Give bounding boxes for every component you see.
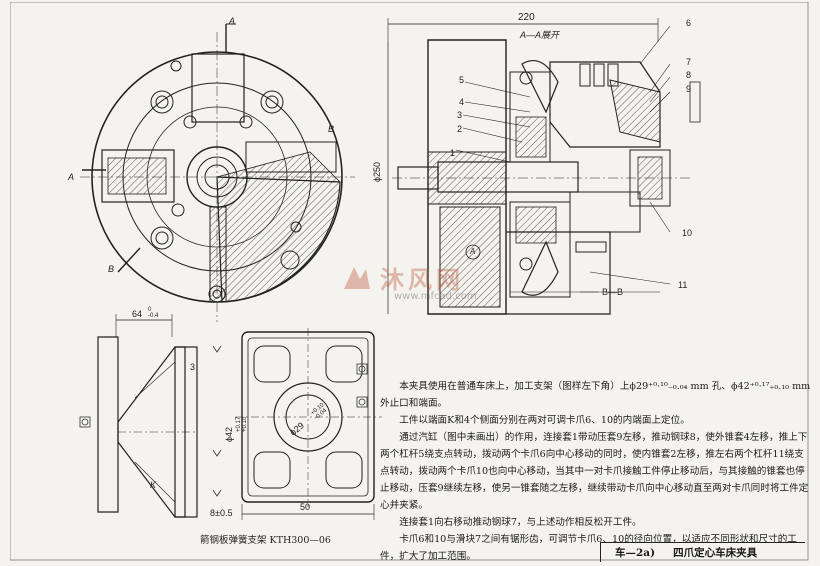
part-number-10: 10 <box>682 228 693 238</box>
part-number-5: 5 <box>459 75 465 85</box>
drawing-sheet: 220 A—A展开 ϕ250 A A B B A B—B 1 2 3 4 5 6… <box>10 2 810 562</box>
surface-roughness-symbols <box>79 345 368 497</box>
label-b-top: B <box>328 124 335 134</box>
chuck-front-view <box>80 23 355 322</box>
technical-drawing <box>10 2 809 561</box>
watermark-logo-icon <box>344 266 370 289</box>
part-number-1: 1 <box>450 148 456 158</box>
label-bb: B—B <box>602 287 624 297</box>
section-view-aa <box>387 18 701 315</box>
watermark: 沐风网 <box>340 260 464 295</box>
dim-64-tolerance: 0 -0.4 <box>148 307 159 319</box>
dim-phi-42-tolerance: +0.17 +0.10 <box>236 416 248 432</box>
part-number-2: 2 <box>457 124 463 134</box>
part-number-7: 7 <box>686 57 692 67</box>
part-number-3: 3 <box>457 110 463 120</box>
dim-50: 50 <box>300 502 311 512</box>
dim-8: 8±0.5 <box>210 508 233 518</box>
dim-phi-42: ϕ42 <box>224 426 234 442</box>
section-title-aa: A—A展开 <box>520 30 560 40</box>
title-code: 车—2a) <box>615 547 656 559</box>
part-number-11: 11 <box>678 280 688 290</box>
label-a-left: A <box>68 172 75 182</box>
part-number-9: 9 <box>686 84 692 94</box>
dim-phi-250: ϕ250 <box>372 161 382 182</box>
workpiece-top-view <box>235 328 382 520</box>
label-k: K <box>150 480 157 490</box>
description-paragraph: 本夹具使用在普通车床上，加工支架（图样左下角）上ϕ29⁺⁰·¹⁰₋₀.₀₄ mm… <box>380 381 811 409</box>
part-number-4: 4 <box>459 97 465 107</box>
dim-3: 3 <box>190 362 196 372</box>
description-paragraph: 卡爪6和10与滑块7之间有锯形齿，可调节卡爪6、10的径向位置，以适应不同形状和… <box>380 534 797 562</box>
description-paragraph: 连接套1向右移动推动钢球7，与上述动作相反松开工件。 <box>399 517 642 528</box>
label-a-circle: A <box>470 247 476 256</box>
description-text: 本夹具使用在普通车床上，加工支架（图样左下角）上ϕ29⁺⁰·¹⁰₋₀.₀₄ mm… <box>380 378 812 565</box>
title-block: 车—2a) 四爪定心车床夹具 <box>600 542 805 562</box>
part-number-6: 6 <box>686 18 692 28</box>
part-number-8: 8 <box>686 70 692 80</box>
watermark-text: 沐风网 <box>380 266 464 294</box>
title-name: 四爪定心车床夹具 <box>673 547 758 559</box>
dim-64: 64 <box>132 309 143 319</box>
label-b-bottom: B <box>108 264 115 274</box>
watermark-url: www.mfcad.com <box>394 291 477 302</box>
description-paragraph: 工件以端面K和4个侧面分别在两对可调卡爪6、10的内端面上定位。 <box>399 415 690 426</box>
workpiece-side-view <box>97 314 198 518</box>
description-paragraph: 通过汽缸（图中未画出）的作用，连接套1带动压套9左移，推动钢球8，使外锥套4左移… <box>380 432 809 511</box>
sheet-border <box>10 2 809 561</box>
dim-220: 220 <box>518 12 535 23</box>
workpiece-caption: 箭钢板弹簧支架 KTH300—06 <box>200 535 331 546</box>
label-a-top: A <box>229 16 236 26</box>
